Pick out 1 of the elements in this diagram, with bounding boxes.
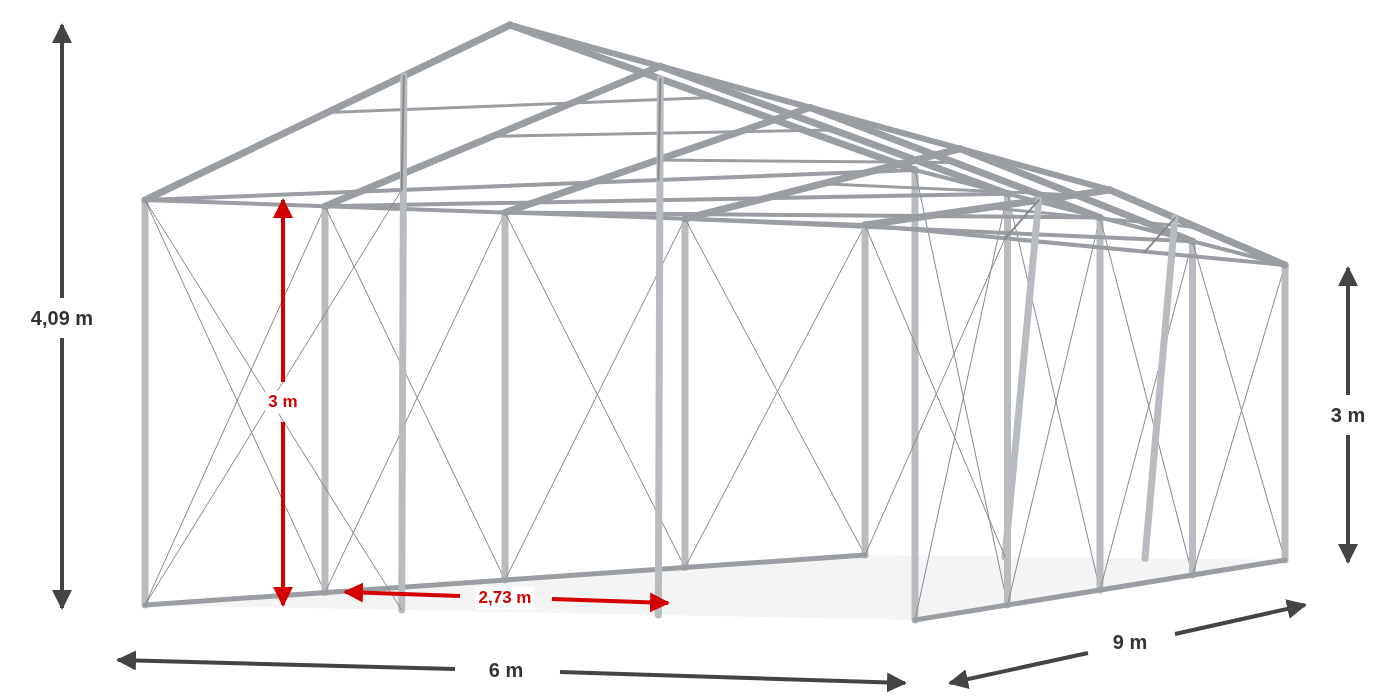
dimension-label: 2,73 m xyxy=(475,586,535,610)
